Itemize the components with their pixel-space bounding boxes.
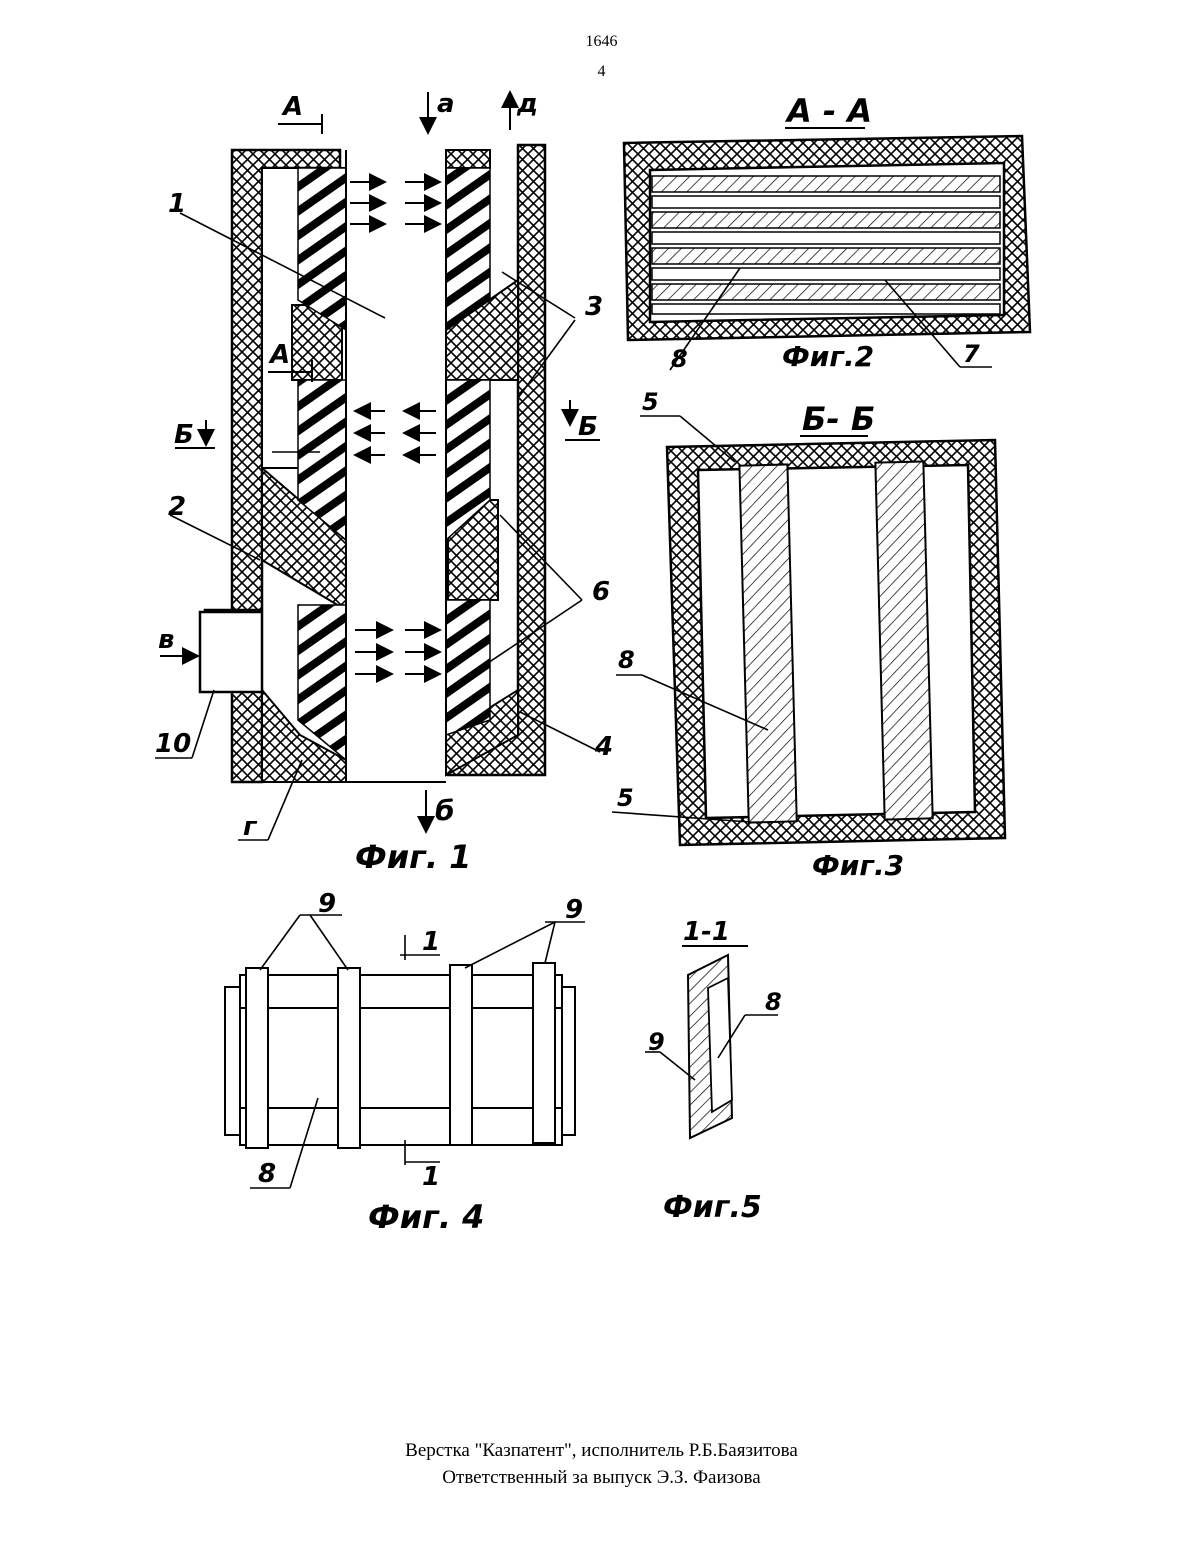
fig1-section-mark-b-left: Б [174,420,194,450]
fig5-part-8-label: 8 [765,988,782,1016]
figure-5: 1-1 9 8 Фиг.5 [645,917,782,1225]
fig3-housing [667,440,1005,845]
fig1-inlet-10 [200,612,262,692]
fig4-section-mark-top: 1 [422,927,440,957]
fig3-plate-right [875,461,932,819]
fig1-flow-b-label: б [435,794,455,827]
fig1-section-mark-a-top: А [281,92,303,122]
fig5-section-title: 1-1 [683,917,730,947]
figure-4: 9 9 1 1 8 Фиг. 4 [225,889,585,1236]
fig3-part-8-label: 8 [618,646,635,674]
fig4-spacer-3 [450,965,472,1145]
fig1-part-10-label: 10 [155,729,191,759]
fig4-spacer-2 [338,968,360,1148]
fig4-spacer-1 [246,968,268,1148]
fig1-part-1-label: 1 [168,189,186,219]
fig4-part-9b-label: 9 [565,895,583,925]
fig1-flow-v-label: в [158,625,174,655]
fig2-part-8-label: 8 [671,345,688,373]
fig1-part-6-label: 6 [592,577,610,607]
fig1-section-mark-b-right: Б [578,412,598,442]
footer-layout-credit: Верстка "Казпатент", исполнитель Р.Б.Бая… [0,1440,1203,1462]
fig3-caption: Фиг.3 [812,849,904,882]
fig1-section-mark-a-mid: А [268,340,290,370]
fig2-part-7-label: 7 [963,340,980,368]
fig1-part-3-label: 3 [585,292,603,322]
fig1-flow-d-label: д [516,89,538,119]
footer-responsible: Ответственный за выпуск Э.З. Фаизова [0,1467,1203,1489]
fig5-part-9-label: 9 [648,1028,665,1056]
fig4-caption: Фиг. 4 [368,1198,484,1236]
fig4-spacer-4 [533,963,555,1143]
fig1-part-4-label: 4 [594,732,613,762]
fig4-part-8-label: 8 [258,1159,276,1189]
fig3-part-5a-label: 5 [642,388,659,416]
fig3-section-title: Б- Б [802,400,875,438]
figure-3: Б- Б 5 8 5 Фиг.3 [612,388,1005,882]
fig3-part-5b-label: 5 [617,784,634,812]
fig3-plate-left [739,464,796,822]
fig1-flow-g-label: г [243,812,258,842]
fig2-section-title: А - А [784,92,872,130]
fig1-part-2-label: 2 [168,492,186,522]
fig1-flow-a-label: а [437,89,455,119]
fig5-caption: Фиг.5 [663,1190,762,1225]
figure-1: А А Б Б а д б в г 1 2 3 4 6 10 Фиг. 1 [155,89,613,876]
figure-2: А - А 8 7 Фиг.2 [624,92,1030,373]
fig2-caption: Фиг.2 [782,340,874,373]
fig4-part-9a-label: 9 [318,889,336,919]
fig1-caption: Фиг. 1 [355,838,471,876]
fig4-section-mark-bottom: 1 [422,1162,440,1192]
